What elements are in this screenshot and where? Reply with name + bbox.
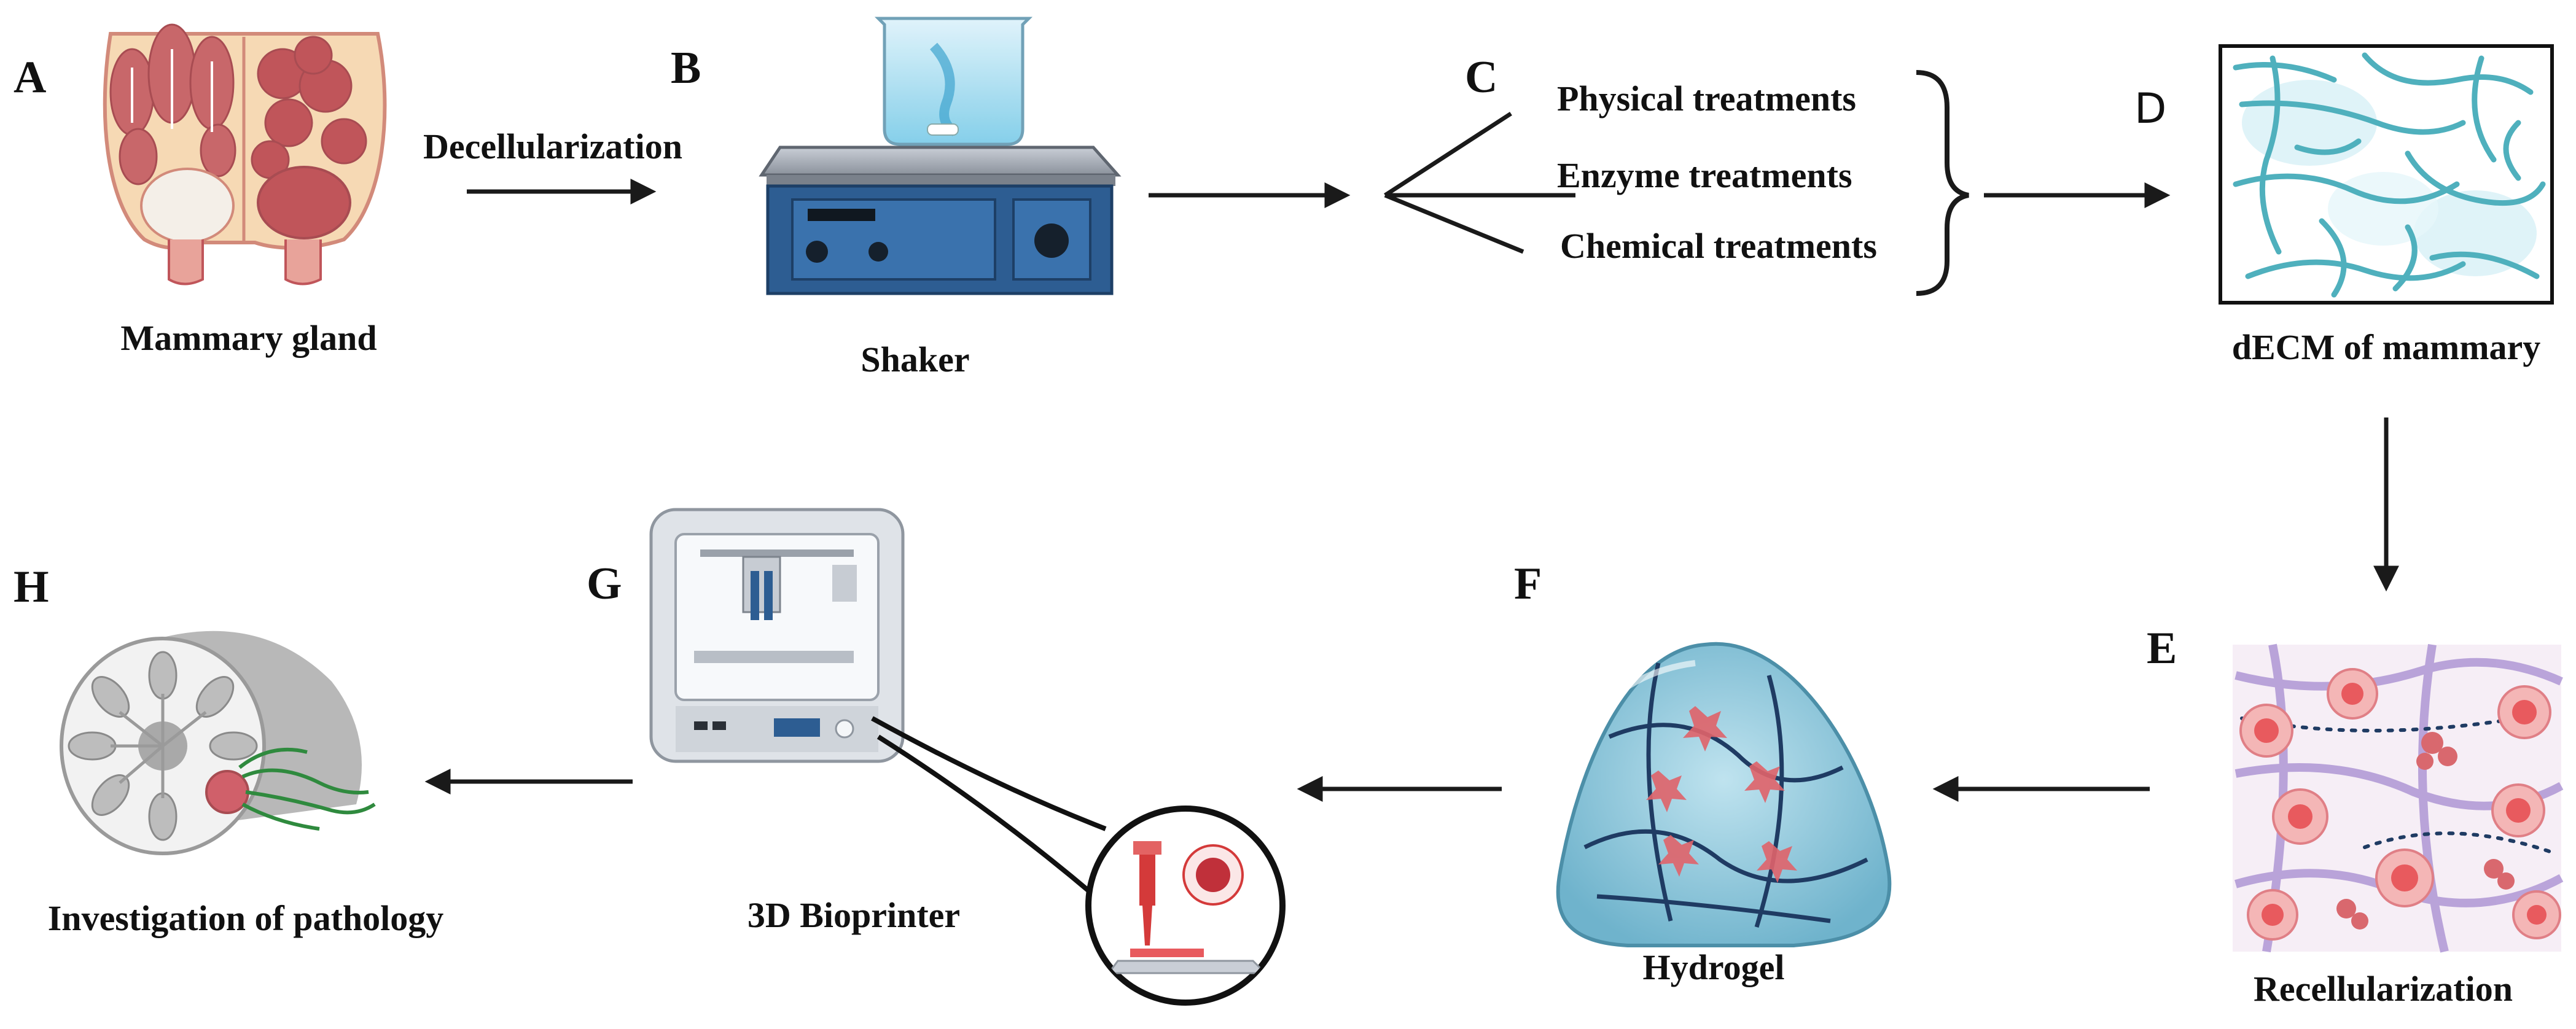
label-enzyme-treatments: Enzyme treatments [1557, 155, 1852, 195]
bioprinter-magnifier [871, 716, 1286, 1006]
panel-label-d: D [2134, 85, 2166, 133]
shaker-illustration [759, 17, 1122, 295]
label-decellularization: Decellularization [423, 126, 682, 166]
label-physical-treatments: Physical treatments [1557, 79, 1856, 118]
hydrogel-illustration [1556, 642, 1892, 947]
panel-label-b: B [671, 43, 701, 93]
panel-label-c: C [1465, 52, 1497, 103]
mammary-gland-illustration [103, 23, 387, 285]
label-mammary-gland: Mammary gland [120, 318, 377, 358]
bioprinter-illustration [649, 508, 905, 763]
label-recellularization: Recellularization [2254, 969, 2513, 1009]
panel-label-h: H [14, 562, 49, 612]
treatment-brace [1916, 70, 1969, 296]
panel-label-a: A [14, 52, 46, 103]
decm-illustration [2219, 44, 2554, 305]
panel-label-g: G [587, 559, 622, 609]
label-investigation-of-pathology: Investigation of pathology [48, 898, 444, 938]
panel-label-e: E [2147, 623, 2177, 674]
label-chemical-treatments: Chemical treatments [1560, 226, 1877, 266]
panel-label-f: F [1514, 559, 1542, 609]
label-decm-of-mammary: dECM of mammary [2232, 327, 2541, 367]
treatment-branch-lines [1384, 112, 1575, 254]
label-3d-bioprinter: 3D Bioprinter [747, 895, 960, 935]
label-hydrogel: Hydrogel [1643, 947, 1785, 987]
pathology-illustration [60, 631, 376, 855]
recellularization-illustration [2233, 643, 2564, 953]
label-shaker: Shaker [861, 340, 969, 379]
